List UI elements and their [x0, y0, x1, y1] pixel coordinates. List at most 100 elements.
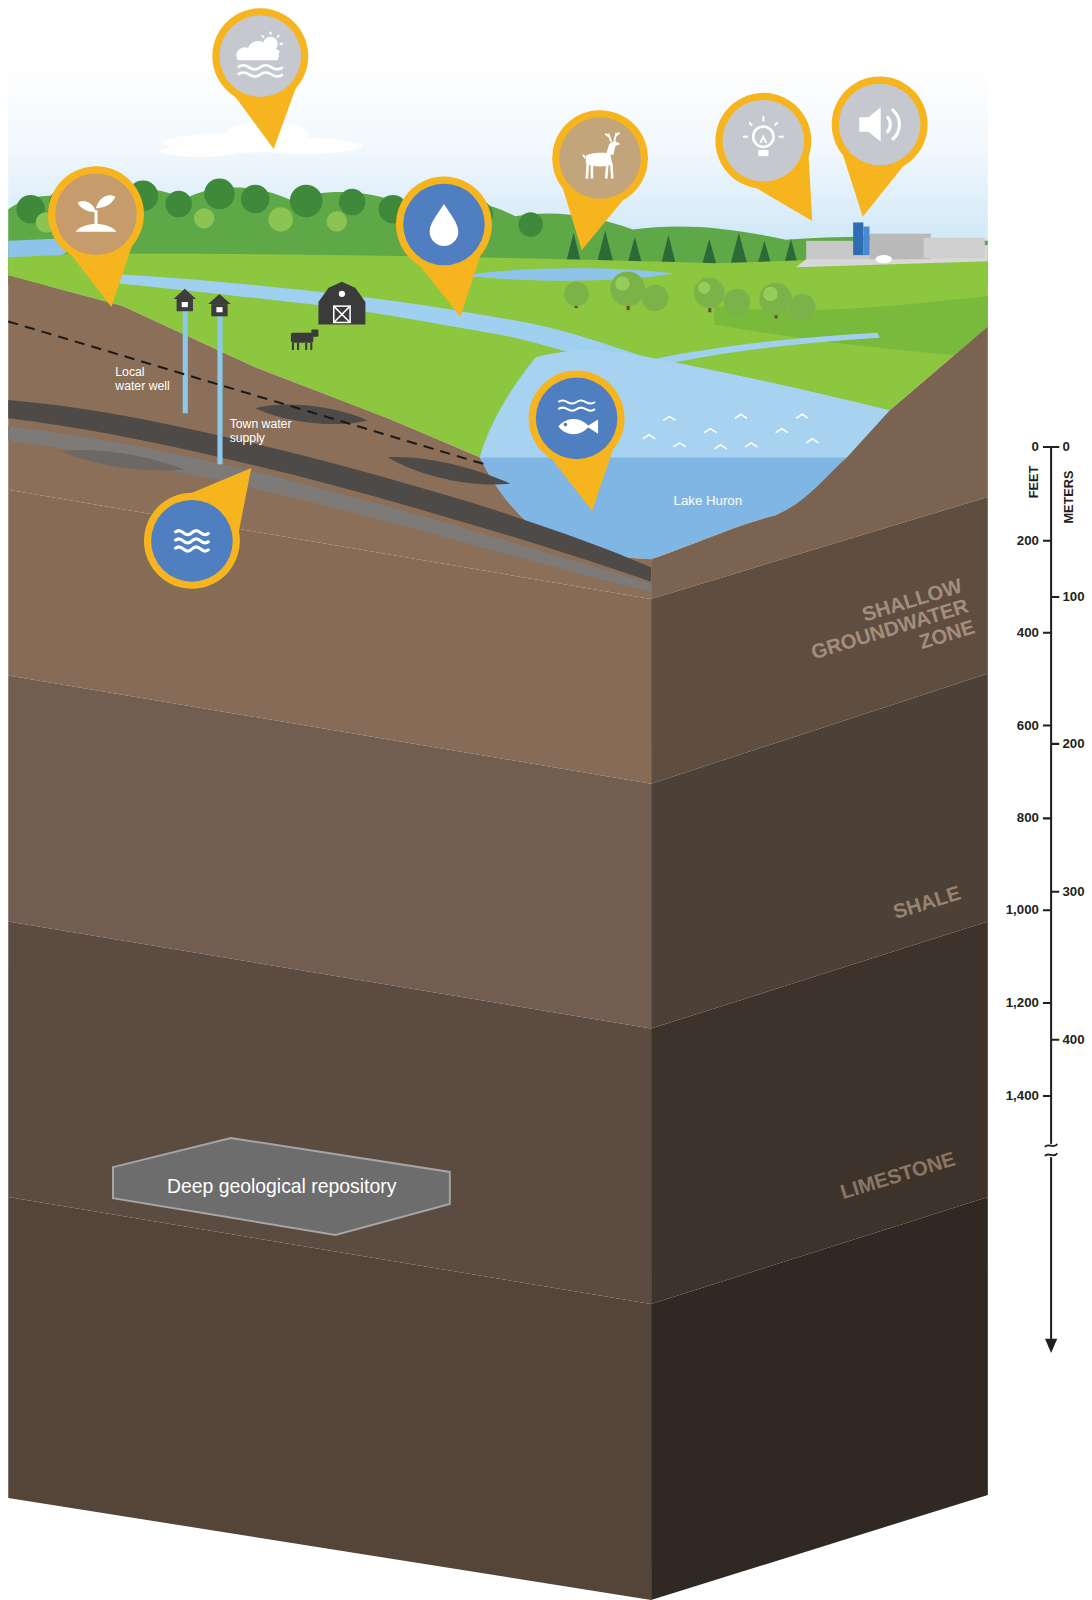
depth-feet: 400 [1017, 625, 1039, 640]
weather-pin [206, 2, 321, 156]
foreground-trees [759, 283, 792, 316]
lake-label: Lake Huron [674, 493, 743, 508]
conifer [731, 233, 747, 264]
tree-clump [518, 212, 542, 236]
bedrock-layer [8, 1197, 651, 1600]
cow [291, 330, 319, 350]
light-bulb-pin [723, 100, 805, 182]
farm [339, 291, 345, 297]
plant-pin [76, 195, 117, 231]
groundwater-pin [124, 438, 288, 609]
deer-pin [582, 133, 621, 179]
deer-pin [587, 163, 613, 178]
foreground-trees [615, 277, 629, 291]
wave-mark [643, 414, 819, 449]
light-bulb-pin [697, 75, 853, 246]
farm [318, 282, 365, 325]
noise-pin [816, 69, 936, 226]
soil-layer [61, 450, 183, 470]
water-wells [217, 311, 222, 464]
tree-clump [204, 179, 235, 210]
foreground-trees [698, 282, 710, 294]
weather-pin [236, 41, 279, 60]
farm [334, 306, 350, 322]
plant-pin [41, 159, 159, 315]
power-plant [863, 227, 869, 256]
foreground-trees [564, 271, 815, 320]
foreground-trees [642, 285, 669, 312]
tree-clump [165, 191, 192, 218]
water-drop-pin [430, 204, 459, 246]
noise-pin [816, 69, 936, 226]
axis-unit: METERS [1061, 470, 1076, 523]
repository-hexagon: Deep geological repository [112, 1137, 451, 1236]
noise-pin [859, 107, 880, 142]
power-plant [869, 234, 930, 260]
fish-pin [558, 419, 589, 434]
deer-pin [535, 102, 657, 260]
fish-pin [521, 363, 639, 519]
plant-pin [96, 195, 115, 208]
depth-meters: 0 [1062, 439, 1069, 454]
depth-scale [1045, 1144, 1057, 1156]
tree-clump [194, 208, 214, 228]
fish-pin [587, 419, 598, 433]
tree-clump [290, 185, 323, 218]
power-plant [924, 238, 985, 258]
cloud [159, 145, 241, 157]
power-plant [796, 222, 988, 267]
noise-pin [887, 109, 900, 140]
depth-meters: 400 [1062, 1032, 1084, 1047]
foreground-trees [610, 271, 645, 306]
foreground-trees [724, 289, 751, 316]
foreground-trees [564, 282, 588, 306]
deer-pin [582, 154, 586, 159]
depth-scale [1043, 447, 1059, 1353]
water-drop-pin [388, 169, 507, 325]
repository-hexagon-outline [113, 1138, 450, 1235]
groundwater-pin [175, 531, 210, 551]
axis-unit: FEET [1026, 465, 1041, 498]
depth-feet: 1,000 [1006, 903, 1039, 918]
water-wells [174, 289, 196, 299]
conifer [702, 239, 716, 265]
plant-pin [78, 201, 96, 212]
foreground-trees [763, 287, 777, 301]
distant-lake [464, 268, 673, 280]
cloud [250, 138, 362, 154]
water-drop-pin [403, 184, 485, 266]
power-plant [853, 222, 863, 255]
depth-feet: 1,400 [1006, 1088, 1039, 1103]
cow [293, 343, 311, 350]
foreground-trees [694, 278, 725, 309]
depth-meters: 200 [1062, 736, 1084, 751]
depth-feet: 1,200 [1006, 996, 1039, 1011]
depth-scale [1045, 1339, 1057, 1353]
water-wells [183, 306, 188, 413]
foreground-trees [564, 271, 815, 320]
tree-clump [268, 207, 292, 231]
light-bulb-pin [697, 75, 853, 246]
deer-pin [586, 153, 613, 167]
node-text: Deep geological repository [167, 1175, 396, 1198]
depth-meters: 100 [1062, 589, 1084, 604]
water-wells [174, 289, 231, 465]
bedrock-layer [651, 1197, 988, 1600]
deer-pin [605, 133, 619, 142]
plant-pin [41, 159, 159, 315]
soil-layer [388, 457, 510, 485]
depth-scale [1043, 447, 1051, 1096]
deer-pin [606, 141, 620, 155]
depth-feet: 0 [1032, 439, 1039, 454]
conifer [566, 231, 798, 266]
foreground-trees [789, 294, 816, 321]
depth-scale [1050, 447, 1052, 1341]
fish-pin [536, 378, 618, 460]
plant-pin [76, 224, 117, 232]
water-wells [177, 299, 193, 311]
stream [653, 333, 880, 366]
groundwater-pin [124, 438, 288, 609]
tree-clump [339, 189, 366, 216]
